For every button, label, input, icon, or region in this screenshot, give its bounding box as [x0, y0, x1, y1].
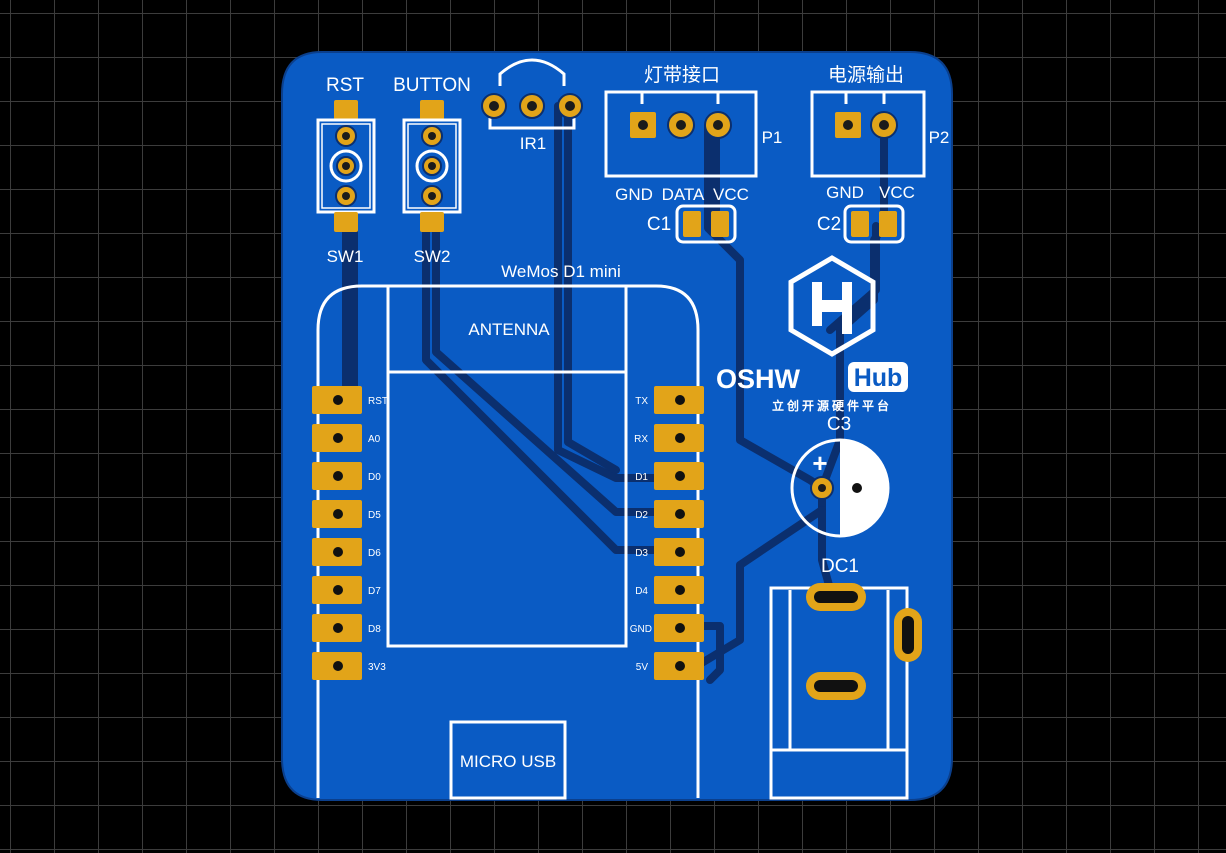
- micro-usb-label: MICRO USB: [460, 752, 556, 771]
- pin-label-right: D3: [635, 548, 648, 559]
- sw1-switch[interactable]: [316, 100, 376, 232]
- wemos-d1-mini-outline: [316, 284, 700, 800]
- p1-connector[interactable]: [604, 90, 758, 178]
- pcb-board: [281, 51, 953, 801]
- logo-tagline: 立创开源硬件平台: [772, 398, 892, 413]
- p1-vcc-label: VCC: [713, 185, 749, 204]
- pin-label-left: A0: [368, 434, 381, 445]
- logo-brand-right: Hub: [854, 364, 903, 392]
- p2-vcc-label: VCC: [879, 183, 915, 202]
- dc1-label: DC1: [821, 556, 859, 577]
- pin-label-right: D1: [635, 472, 648, 483]
- c3-label: C3: [827, 414, 851, 435]
- pin-label-left: D0: [368, 472, 381, 483]
- ir1-receiver[interactable]: [481, 58, 583, 130]
- pin-label-right: D2: [635, 510, 648, 521]
- pin-label-left: D7: [368, 586, 381, 597]
- c1-label: C1: [647, 214, 671, 235]
- button-label: BUTTON: [393, 75, 471, 96]
- pin-label-right: 5V: [636, 662, 649, 673]
- sw2-label: SW2: [414, 247, 451, 266]
- ir1-label: IR1: [520, 134, 546, 153]
- pin-label-left: D6: [368, 548, 381, 559]
- c1-capacitor[interactable]: [675, 204, 737, 244]
- left-pin-header[interactable]: [312, 386, 362, 680]
- right-pin-header[interactable]: [654, 386, 704, 680]
- power-out-label: 电源输出: [828, 64, 904, 86]
- c2-capacitor[interactable]: [843, 204, 905, 244]
- pin-label-left: D8: [368, 624, 381, 635]
- rst-label: RST: [326, 75, 364, 96]
- pin-label-left: RST: [368, 396, 388, 407]
- pin-label-right: D4: [635, 586, 648, 597]
- c3-capacitor[interactable]: [790, 438, 890, 538]
- led-port-label: 灯带接口: [644, 64, 720, 86]
- pin-label-right: GND: [630, 624, 652, 635]
- logo-brand-left: OSHW: [716, 364, 801, 394]
- sw1-label: SW1: [327, 247, 364, 266]
- pin-label-right: TX: [635, 396, 648, 407]
- oshwhub-hexagon-icon: [788, 255, 876, 357]
- pin-label-right: RX: [634, 434, 648, 445]
- p2-connector[interactable]: [810, 90, 926, 178]
- p2-gnd-label: GND: [826, 183, 864, 202]
- pin-label-left: D5: [368, 510, 381, 521]
- dc1-jack[interactable]: [769, 583, 922, 800]
- p1-gnd-label: GND: [615, 185, 653, 204]
- c2-label: C2: [817, 214, 841, 235]
- pin-label-left: 3V3: [368, 662, 386, 673]
- p1-data-label: DATA: [662, 185, 705, 204]
- p1-label: P1: [762, 128, 783, 147]
- logo-hub-box: [848, 362, 908, 392]
- p2-label: P2: [929, 128, 950, 147]
- antenna-label: ANTENNA: [468, 320, 550, 339]
- module-label: WeMos D1 mini: [501, 262, 621, 281]
- c3-polarity-plus: +: [812, 448, 827, 478]
- sw2-switch[interactable]: [402, 100, 462, 232]
